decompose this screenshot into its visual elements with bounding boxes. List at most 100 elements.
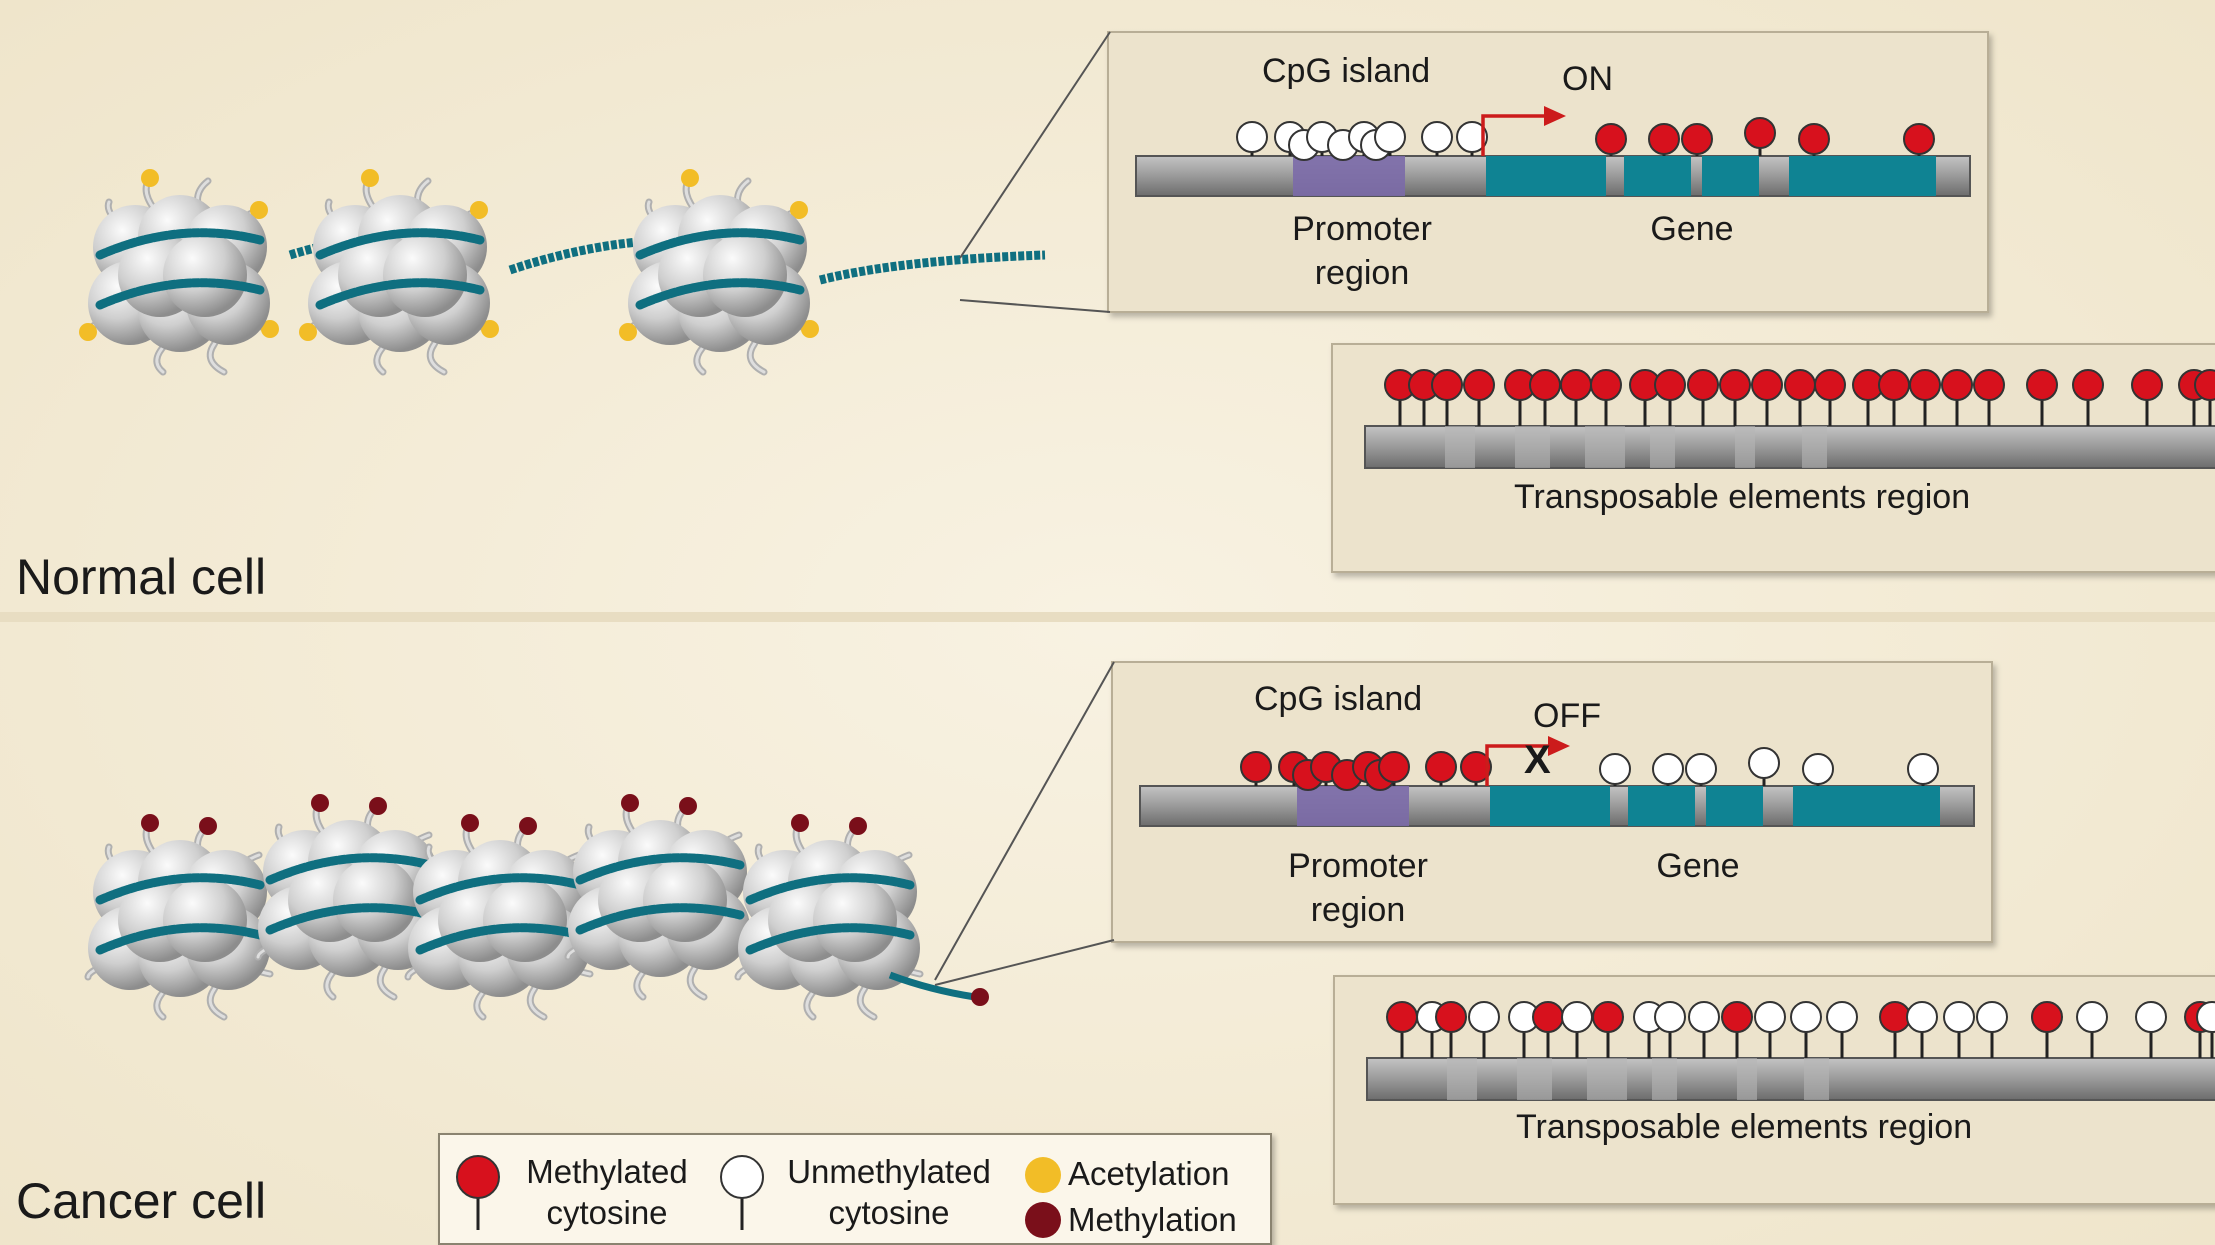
normal-te-site-21 — [2026, 369, 2058, 401]
cancer-nucleosome-4 — [564, 794, 754, 1001]
normal-te-dna-bar — [1364, 425, 2215, 469]
methyl-mark-c3-3 — [519, 817, 537, 835]
cancer-nucleosome-2-dna-wrap-1 — [265, 853, 435, 885]
normal-cpg-site-10 — [1456, 121, 1488, 153]
cancer-te-site-21 — [2076, 1001, 2108, 1033]
legend-methylation-label: Methylation — [1068, 1201, 1237, 1238]
normal-chromatin — [79, 169, 1046, 376]
cancer-promoter-region-label: Promoter region — [1288, 847, 1428, 929]
normal-gene-site-3 — [1681, 123, 1713, 155]
legend-methylation-icon — [1025, 1202, 1061, 1238]
cancer-te-site-24 — [2196, 1001, 2215, 1033]
acetyl-mark-n3-2 — [681, 169, 699, 187]
cancer-nucleosome-3 — [404, 814, 594, 1021]
legend-acetylation-label: Acetylation — [1068, 1155, 1230, 1192]
cancer-te-site-14 — [1790, 1001, 1822, 1033]
normal-te-site-10 — [1654, 369, 1686, 401]
cancer-te-site-6 — [1532, 1001, 1564, 1033]
legend-unmethylated-cytosine-icon — [720, 1155, 764, 1230]
cancer-nucleosome-5 — [734, 814, 924, 1021]
cancer-gene-site-2 — [1652, 753, 1684, 785]
cancer-te-site-15 — [1826, 1001, 1858, 1033]
cancer-cpg-island-label: CpG island — [1254, 680, 1423, 718]
acetyl-mark-n3-5 — [619, 323, 637, 341]
acetyl-mark-n1-8 — [261, 320, 279, 338]
cancer-gene-exon-2 — [1628, 786, 1695, 826]
normal-te-site-3 — [1431, 369, 1463, 401]
normal-gene-exon-2 — [1624, 156, 1691, 196]
normal-te-track — [1364, 369, 2215, 469]
normal-te-site-25 — [2194, 369, 2215, 401]
normal-nucleosome-3 — [619, 169, 819, 376]
normal-cpg-island-label: CpG island — [1262, 52, 1431, 90]
acetyl-mark-n1-2 — [141, 169, 159, 187]
normal-arrow-head — [1544, 106, 1566, 126]
normal-cpg-site-8 — [1374, 121, 1406, 153]
cancer-te-site-13 — [1754, 1001, 1786, 1033]
normal-te-site-12 — [1719, 369, 1751, 401]
normal-te-site-23 — [2131, 369, 2163, 401]
cancer-promoter-segment — [1297, 786, 1409, 826]
cancer-cpg-site-8 — [1378, 751, 1410, 783]
cancer-gene-exon-1 — [1490, 786, 1610, 826]
legend-methylated-cytosine-icon — [456, 1155, 500, 1230]
cancer-nucleosome-5-dna-wrap-1 — [745, 873, 915, 905]
normal-gene-site-6 — [1903, 123, 1935, 155]
legend-methylated-cytosine-label: Methylated cytosine — [526, 1153, 688, 1231]
methyl-mark-c1-2 — [141, 814, 159, 832]
cancer-te-track — [1366, 1001, 2215, 1101]
cancer-gene-site-3 — [1685, 753, 1717, 785]
normal-te-site-18 — [1909, 369, 1941, 401]
cancer-te-site-20 — [2031, 1001, 2063, 1033]
cancer-te-site-22 — [2135, 1001, 2167, 1033]
acetyl-mark-n2-5 — [299, 323, 317, 341]
cancer-te-site-11 — [1688, 1001, 1720, 1033]
methyl-mark-c5-2 — [791, 814, 809, 832]
methyl-mark-c2-2 — [311, 794, 329, 812]
normal-te-site-4 — [1463, 369, 1495, 401]
normal-nucleosome-3-dna-wrap-1 — [635, 228, 805, 260]
methyl-mark-c5-3 — [849, 817, 867, 835]
cancer-te-site-18 — [1943, 1001, 1975, 1033]
cancer-gene-site-1 — [1599, 753, 1631, 785]
cancer-blocked-x-mark: X — [1524, 738, 1551, 782]
cancer-nucleosome-3-dna-wrap-2 — [415, 923, 585, 955]
cancer-gene-site-5 — [1802, 753, 1834, 785]
cancer-gene-site-6 — [1907, 753, 1939, 785]
normal-te-site-14 — [1784, 369, 1816, 401]
normal-nucleosome-2 — [299, 169, 499, 376]
cancer-gene-label: Gene — [1656, 847, 1740, 885]
cancer-gene-exon-3 — [1706, 786, 1763, 826]
cancer-linker-dna — [888, 971, 976, 1001]
acetyl-mark-n2-4 — [470, 201, 488, 219]
normal-te-site-11 — [1687, 369, 1719, 401]
normal-nucleosome-1 — [79, 169, 279, 376]
cancer-te-site-8 — [1592, 1001, 1624, 1033]
cancer-te-site-1 — [1386, 1001, 1418, 1033]
cancer-nucleosome-1-dna-wrap-1 — [95, 873, 265, 905]
normal-nucleosome-1-dna-wrap-1 — [95, 228, 265, 260]
acetyl-mark-n1-5 — [79, 323, 97, 341]
normal-te-site-6 — [1529, 369, 1561, 401]
normal-zoom-lines — [959, 31, 1111, 313]
normal-gene-label: Gene — [1650, 210, 1734, 248]
normal-cell-label: Normal cell — [16, 549, 267, 605]
legend-acetylation-icon — [1025, 1157, 1061, 1193]
normal-promoter-track — [1135, 106, 1971, 197]
methyl-mark-c3-2 — [461, 814, 479, 832]
normal-gene-site-2 — [1648, 123, 1680, 155]
cancer-cpg-site-1 — [1240, 751, 1272, 783]
legend-unmethylated-cytosine-label: Unmethylated cytosine — [787, 1153, 991, 1231]
normal-te-site-20 — [1973, 369, 2005, 401]
cancer-te-site-17 — [1906, 1001, 1938, 1033]
acetyl-mark-n3-8 — [801, 320, 819, 338]
cancer-arrow-head — [1548, 736, 1570, 756]
cancer-gene-site-4 — [1748, 747, 1780, 779]
normal-te-site-8 — [1590, 369, 1622, 401]
cancer-nucleosome-4-dna-wrap-1 — [575, 853, 745, 885]
methyl-mark-c1-3 — [199, 817, 217, 835]
normal-te-site-17 — [1878, 369, 1910, 401]
normal-te-site-13 — [1751, 369, 1783, 401]
normal-te-site-7 — [1560, 369, 1592, 401]
